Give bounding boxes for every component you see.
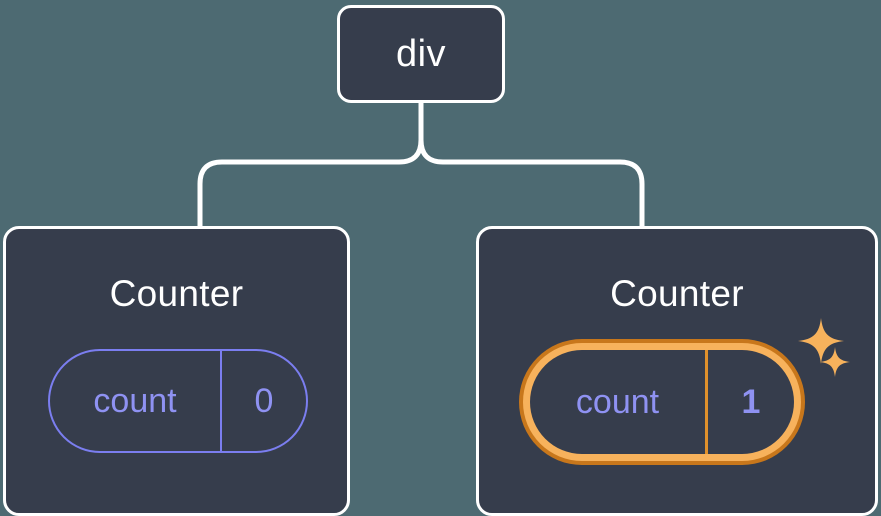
sparkle-large-icon [798, 318, 844, 364]
state-pill-count[interactable]: count 0 [48, 349, 308, 453]
state-pill-count-highlighted[interactable]: count 1 [519, 339, 805, 465]
state-key-label: count [50, 351, 222, 451]
state-value-label: 1 [741, 382, 761, 421]
state-value-label: 0 [254, 381, 274, 420]
state-key-label: count [530, 350, 708, 454]
component-card-counter-2[interactable]: Counter count 1 [476, 226, 878, 516]
root-node-label: div [395, 33, 447, 75]
sparkle-small-icon [820, 347, 850, 377]
component-title: Counter [109, 273, 244, 314]
component-title: Counter [610, 273, 744, 314]
state-pill-highlight-ring: count 1 [523, 343, 801, 461]
component-card-counter-1[interactable]: Counter count 0 [3, 226, 350, 516]
diagram-canvas: div Counter count 0 Counter count 1 [3, 5, 878, 516]
root-node-div[interactable]: div [337, 5, 505, 103]
state-pill-body: count 1 [530, 350, 794, 454]
